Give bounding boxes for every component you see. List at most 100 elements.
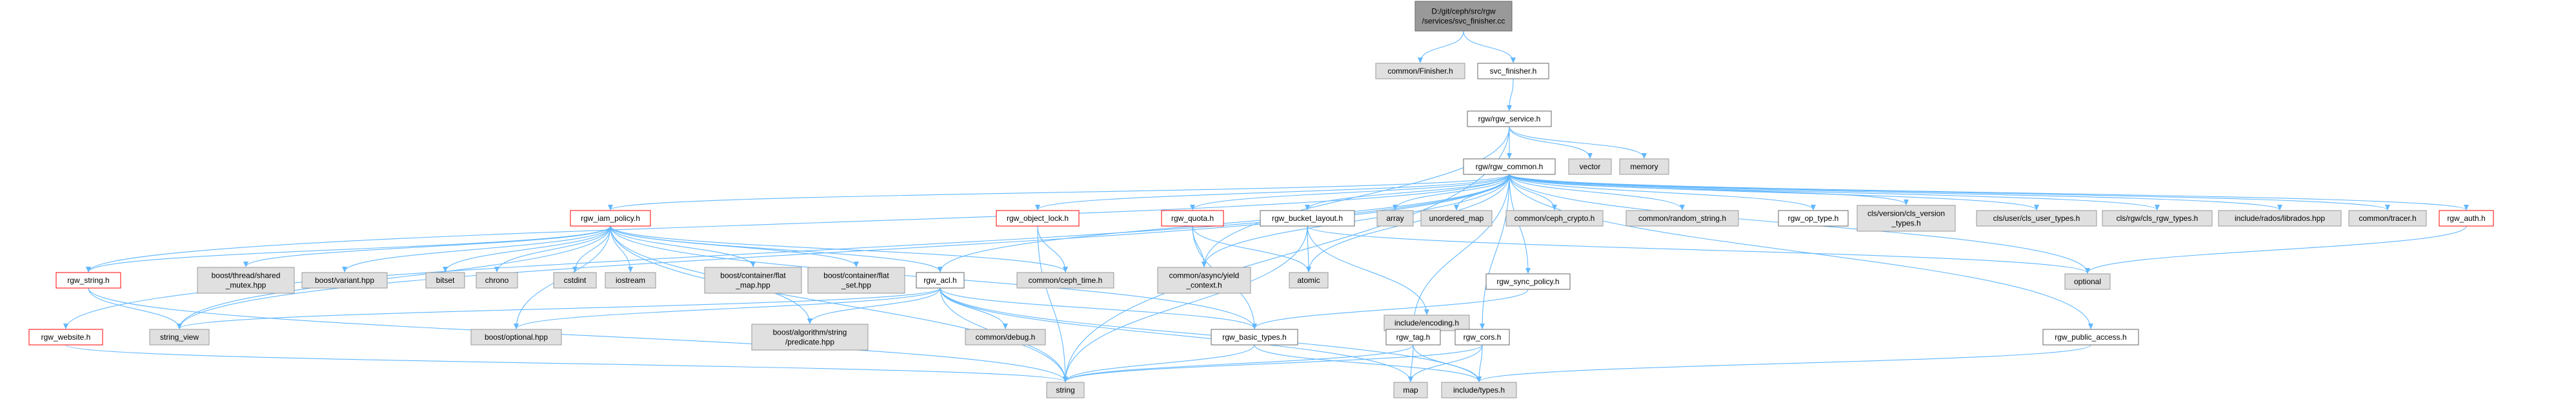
node-label: memory — [1630, 162, 1658, 171]
edge-rgw_object_lock-to-string — [1037, 225, 1068, 382]
node-label: rgw_website.h — [41, 333, 91, 342]
edge-rgw_acl-to-map — [940, 287, 1413, 382]
node-rgw-sync-policy[interactable]: rgw_sync_policy.h — [1485, 273, 1571, 290]
edge-rgw_acl-to-common_debug — [940, 287, 1008, 329]
node-label: common/ceph_crypto.h — [1514, 214, 1595, 223]
edge-rgw_common-to-cls_rgw — [1509, 174, 2160, 211]
node-box — [1976, 210, 2097, 227]
edge-rgw_common-to-array — [1393, 174, 1510, 211]
node-label: rgw_object_lock.h — [1007, 214, 1069, 223]
node-box — [476, 272, 518, 289]
edge-rgw_bucket_layout-to-atomic — [1305, 225, 1311, 273]
edge-rgw_acl-to-string_view — [177, 287, 941, 329]
edge-rgw_iam_policy-to-string_view — [177, 225, 611, 329]
node-rgw-quota[interactable]: rgw_quota.h — [1161, 210, 1224, 227]
edge-rgw_common-to-rgw_public_access — [1509, 174, 2093, 329]
node-box — [1393, 382, 1428, 398]
node-box — [1619, 158, 1669, 175]
edge-rgw_common-to-rgw_object_lock — [1035, 174, 1510, 211]
node-box — [2348, 210, 2427, 227]
node-box — [1467, 110, 1552, 127]
node-rgw-auth[interactable]: rgw_auth.h — [2439, 210, 2494, 227]
node-box — [965, 329, 1046, 346]
node-rgw-basic-types[interactable]: rgw_basic_types.h — [1211, 329, 1298, 346]
edge-rgw_acl-to-boost_predicate — [807, 287, 941, 324]
edge-rgw_object_lock-to-ceph_time — [1037, 225, 1068, 273]
node-rgw-common[interactable]: rgw/rgw_common.h — [1463, 158, 1556, 175]
node-rgw-service[interactable]: rgw/rgw_service.h — [1467, 110, 1552, 127]
edge-rgw_iam_policy-to-rgw_string — [86, 225, 611, 273]
node-rgw-op-type[interactable]: rgw_op_type.h — [1778, 210, 1849, 227]
node-svc-finisher[interactable]: svc_finisher.h — [1477, 63, 1549, 79]
edge-rgw_common-to-rgw_iam_policy — [608, 174, 1510, 211]
edge-rgw_public_access-to-include_types — [1476, 344, 2091, 382]
edge-rgw_common-to-librados — [1509, 174, 2282, 211]
edge-rgw_acl-to-rgw_basic_types — [940, 287, 1257, 329]
node-label: rgw_basic_types.h — [1222, 333, 1286, 342]
node-rgw-iam-policy[interactable]: rgw_iam_policy.h — [570, 210, 651, 227]
node-box — [1420, 210, 1493, 227]
node-rgw-website[interactable]: rgw_website.h — [28, 329, 103, 346]
node-librados: include/rados/librados.hpp — [2218, 210, 2342, 227]
node-label: cls/rgw/cls_rgw_types.h — [2117, 214, 2199, 223]
node-flat-map: boost/container/flat_map.hpp — [704, 267, 802, 294]
node-box — [704, 267, 802, 294]
node-box — [1463, 158, 1556, 175]
edge-rgw_tag-to-string — [1063, 344, 1414, 382]
edge-rgw_common-to-rgw_string — [86, 174, 1510, 273]
node-label: /predicate.hpp — [785, 338, 834, 347]
node-rgw-object-lock[interactable]: rgw_object_lock.h — [996, 210, 1080, 227]
node-label: common/debug.h — [976, 333, 1036, 342]
edge-rgw_iam_policy-to-iostream — [610, 225, 633, 273]
node-label: cls/user/cls_user_types.h — [1993, 214, 2080, 223]
node-atomic: atomic — [1289, 272, 1329, 289]
node-boost-variant: boost/variant.hpp — [301, 272, 388, 289]
node-box — [1454, 329, 1510, 346]
node-rgw-string[interactable]: rgw_string.h — [55, 272, 121, 289]
node-box — [425, 272, 465, 289]
node-rgw-tag[interactable]: rgw_tag.h — [1385, 329, 1441, 346]
node-cls-user: cls/user/cls_user_types.h — [1976, 210, 2097, 227]
node-rgw-cors[interactable]: rgw_cors.h — [1454, 329, 1510, 346]
node-label: common/tracer.h — [2359, 214, 2416, 223]
node-box — [2064, 273, 2111, 290]
node-label: iostream — [616, 276, 645, 285]
node-label: include/encoding.h — [1394, 318, 1459, 327]
edge-rgw_cors-to-string — [1063, 344, 1483, 382]
node-label: rgw_iam_policy.h — [581, 214, 640, 223]
node-label: rgw/rgw_service.h — [1478, 114, 1541, 123]
node-box — [1568, 158, 1612, 175]
node-boost-optional: boost/optional.hpp — [470, 329, 562, 346]
node-label: D:/git/ceph/src/rgw — [1431, 7, 1496, 16]
edge-rgw_common-to-cls_user — [1509, 174, 2039, 211]
node-label: unordered_map — [1429, 214, 1484, 223]
node-label: rgw_quota.h — [1171, 214, 1214, 223]
edge-rgw_common-to-ceph_crypto — [1509, 174, 1557, 211]
node-box — [1441, 382, 1517, 398]
edge-rgw_bucket_layout-to-optional — [1307, 225, 2090, 274]
node-random-string: common/random_string.h — [1625, 210, 1739, 227]
edge-rgw_common-to-random_string — [1509, 174, 1685, 211]
node-common-finisher: common/Finisher.h — [1375, 63, 1465, 79]
node-label: optional — [2074, 277, 2101, 286]
node-box — [2218, 210, 2342, 227]
node-box — [1778, 210, 1849, 227]
edge-rgw_common-to-cls_version — [1509, 174, 1909, 205]
node-rgw-public-access[interactable]: rgw_public_access.h — [2042, 329, 2139, 346]
edge-rgw_cors-to-map — [1408, 344, 1483, 382]
node-box — [2042, 329, 2139, 346]
node-label: rgw/rgw_common.h — [1476, 162, 1544, 171]
node-box — [1505, 210, 1604, 227]
node-box — [2439, 210, 2494, 227]
node-label: vector — [1580, 162, 1601, 171]
node-label: _context.h — [1185, 281, 1222, 290]
node-rgw-acl[interactable]: rgw_acl.h — [916, 272, 965, 289]
node-box — [1016, 272, 1114, 289]
edge-rgw_iam_policy-to-rgw_acl — [610, 225, 943, 273]
node-label: cstdint — [564, 276, 587, 285]
node-box — [1414, 1, 1513, 32]
node-label: string_view — [160, 333, 199, 342]
node-thread-shared-mutex: boost/thread/shared_mutex.hpp — [197, 267, 295, 294]
node-rgw-bucket-layout[interactable]: rgw_bucket_layout.h — [1260, 210, 1355, 227]
